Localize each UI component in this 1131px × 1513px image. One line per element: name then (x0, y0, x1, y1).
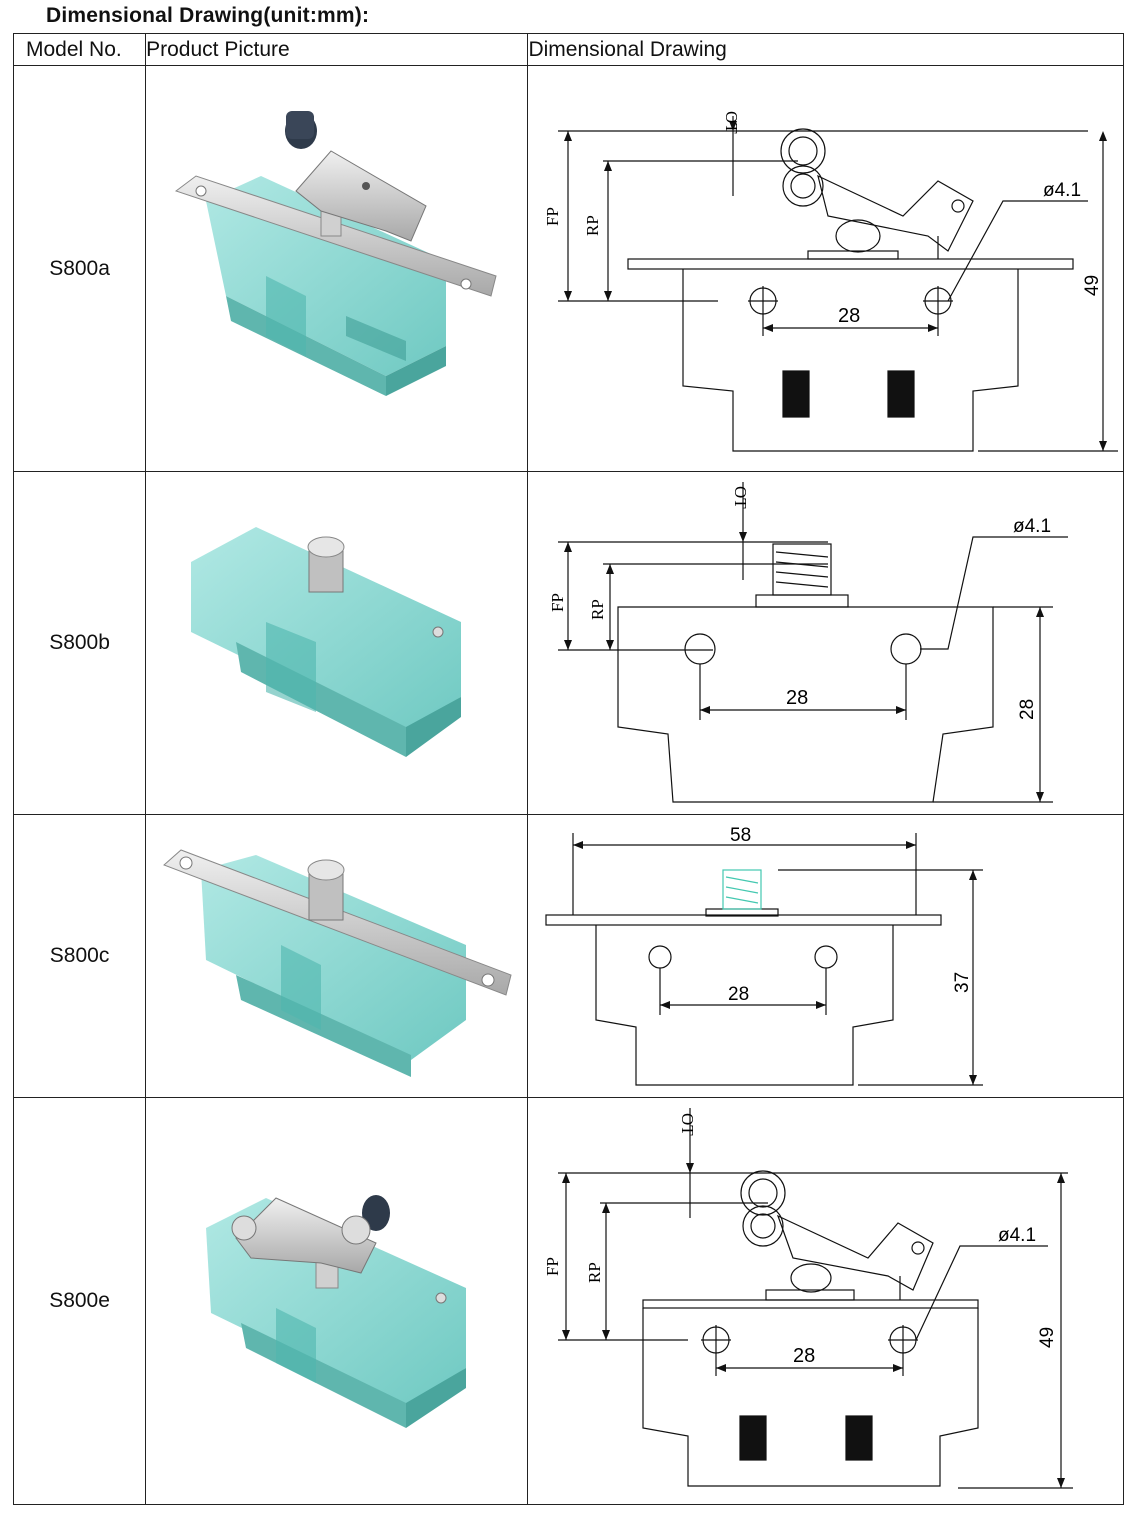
table-header-row: Model No. Product Picture Dimensional Dr… (12, 33, 1124, 66)
switch-double-lever-image (206, 1195, 467, 1428)
page-title: Dimensional Drawing(unit:mm): (46, 4, 370, 27)
model-number: S800a (12, 65, 147, 472)
drawing-s800e-labels: FP RP OT ø4.1 28 49 (543, 1113, 1058, 1367)
model-number: S800b (12, 471, 147, 815)
product-picture (145, 814, 529, 1098)
product-picture (145, 65, 529, 472)
ot-label: OT (731, 486, 750, 509)
height-label: 28 (1017, 699, 1038, 720)
table-row: S800a (12, 65, 1124, 472)
drawing-s800c (545, 833, 984, 1086)
header-picture: Product Picture (145, 33, 529, 66)
spacing-label: 28 (728, 984, 749, 1005)
header-drawing: Dimensional Drawing (527, 33, 1124, 66)
fp-label: FP (543, 207, 562, 226)
model-number: S800e (12, 1097, 147, 1505)
hole-diameter-label: ø4.1 (998, 1225, 1036, 1246)
switch-plunger-image (191, 527, 462, 757)
product-picture (145, 471, 529, 815)
dimension-table: Model No. Product Picture Dimensional Dr… (12, 33, 1124, 1505)
table-row: S800b (12, 471, 1124, 815)
width-label: 58 (730, 825, 751, 846)
ot-label: OT (722, 111, 741, 134)
spacing-label: 28 (786, 687, 808, 709)
drawing-s800e (558, 1108, 1074, 1489)
switch-plunger-bracket-image (163, 849, 512, 1077)
drawing-s800a-labels: FP RP OT ø4.1 28 49 (543, 111, 1103, 327)
dimensional-drawing: FP RP OT ø4.1 28 49 (527, 65, 1124, 472)
dimensional-drawing: FP RP OT ø4.1 28 49 (527, 1097, 1124, 1505)
rp-label: RP (588, 599, 607, 620)
table-row: S800c (12, 814, 1124, 1098)
dimensional-drawing: FP RP OT ø4.1 28 28 (527, 471, 1124, 815)
height-label: 49 (1082, 275, 1103, 296)
header-model: Model No. (12, 33, 147, 66)
hole-diameter-label: ø4.1 (1043, 180, 1081, 201)
rp-label: RP (583, 215, 602, 236)
drawing-s800b (558, 482, 1069, 803)
fp-label: FP (543, 1257, 562, 1276)
product-picture (145, 1097, 529, 1505)
model-number: S800c (12, 814, 147, 1098)
height-label: 37 (952, 972, 973, 993)
drawing-s800b-labels: FP RP OT ø4.1 28 28 (548, 486, 1051, 720)
drawing-s800c-labels: 58 28 37 (728, 825, 973, 1005)
spacing-label: 28 (793, 1345, 815, 1367)
height-label: 49 (1037, 1327, 1058, 1348)
table-row: S800e (12, 1097, 1124, 1505)
drawing-s800a (558, 116, 1119, 452)
hole-diameter-label: ø4.1 (1013, 516, 1051, 537)
switch-roller-lever-image (175, 111, 497, 396)
fp-label: FP (548, 593, 567, 612)
dimensional-drawing: 58 28 37 (527, 814, 1124, 1098)
ot-label: OT (678, 1113, 697, 1136)
rp-label: RP (585, 1262, 604, 1283)
spacing-label: 28 (838, 305, 860, 327)
